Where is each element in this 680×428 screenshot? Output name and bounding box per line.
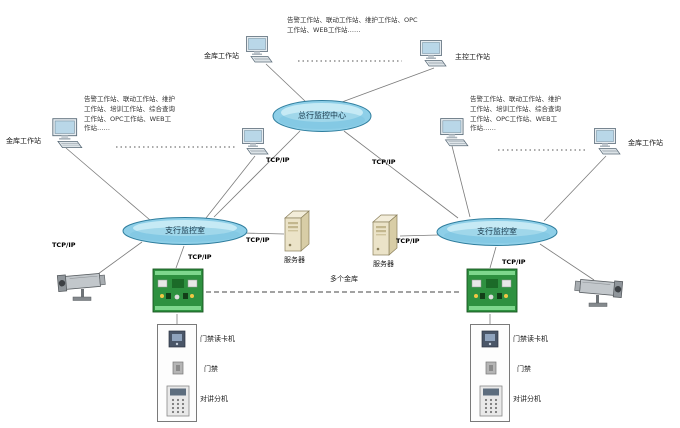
workstation-icon bbox=[594, 128, 621, 155]
annotation-top: 告警工作站、联动工作站、维护工作站、OPC工作站、WEB工作站…… bbox=[287, 16, 418, 34]
workstation-top-right-label: 主控工作站 bbox=[455, 53, 490, 61]
server-right bbox=[370, 212, 400, 262]
controller-board-icon bbox=[152, 268, 204, 313]
workstation-top-left bbox=[244, 36, 274, 68]
tcpip-label: TCP/IP bbox=[502, 258, 526, 266]
headoffice-cloud-label: 总行监控中心 bbox=[298, 110, 346, 120]
alarm-controller-board-left bbox=[152, 266, 204, 318]
workstation-icon bbox=[242, 128, 269, 155]
tcpip-label: TCP/IP bbox=[266, 156, 290, 164]
tcpip-label: TCP/IP bbox=[372, 158, 396, 166]
workstation-mid-right-label: 金库工作站 bbox=[628, 139, 663, 147]
workstation-top-left-label: 金库工作站 bbox=[204, 52, 239, 60]
camera-right bbox=[572, 274, 624, 312]
cloud-ring-shape bbox=[122, 217, 248, 245]
cctv-camera-icon bbox=[56, 273, 106, 301]
door-lock-icon bbox=[485, 361, 497, 375]
multi-vault-label: 多个金库 bbox=[330, 275, 358, 283]
server-left-label: 服务器 bbox=[284, 256, 305, 264]
branch-cloud-left: 支行监控室 bbox=[122, 216, 248, 246]
workstation-icon bbox=[440, 118, 469, 147]
card-reader-icon bbox=[481, 330, 499, 348]
cloud-ring-shape bbox=[272, 100, 372, 132]
branch-cloud-left-label: 支行监控室 bbox=[165, 225, 205, 235]
annotation-left: 告警工作站、联动工作站、维护工作站、培训工作站、综合查询工作站、OPC工作站、W… bbox=[84, 95, 175, 133]
device-label-door-right: 门禁 bbox=[517, 365, 531, 373]
device-label-intercom-right: 对讲分机 bbox=[513, 395, 541, 403]
device-label-card-reader-left: 门禁读卡机 bbox=[200, 335, 235, 343]
annotation-right: 告警工作站、联动工作站、维护工作站、培训工作站、综合查询工作站、OPC工作站、W… bbox=[470, 95, 561, 133]
server-right-label: 服务器 bbox=[373, 260, 394, 268]
alarm-controller-board-right bbox=[466, 266, 518, 318]
controller-board-icon bbox=[466, 268, 518, 313]
device-label-intercom-left: 对讲分机 bbox=[200, 395, 228, 403]
intercom-icon bbox=[479, 385, 503, 417]
server-icon bbox=[372, 214, 398, 256]
workstation-icon bbox=[246, 36, 273, 63]
workstation-mid-right-2 bbox=[592, 128, 622, 160]
device-label-door-left: 门禁 bbox=[204, 365, 218, 373]
server-left bbox=[282, 208, 312, 258]
branch-cloud-right-label: 支行监控室 bbox=[477, 226, 517, 236]
workstation-icon bbox=[420, 40, 447, 67]
tcpip-label: TCP/IP bbox=[52, 241, 76, 249]
tcpip-label: TCP/IP bbox=[188, 253, 212, 261]
door-devices-box-left bbox=[157, 324, 197, 422]
workstation-icon bbox=[52, 118, 83, 148]
headoffice-cloud: 总行监控中心 bbox=[272, 98, 372, 134]
workstation-mid-left-label: 金库工作站 bbox=[6, 137, 41, 145]
card-reader-icon bbox=[168, 330, 186, 348]
cctv-camera-icon bbox=[574, 279, 624, 307]
device-label-card-reader-right: 门禁读卡机 bbox=[513, 335, 548, 343]
door-lock-icon bbox=[172, 361, 184, 375]
cloud-ring-shape bbox=[436, 218, 558, 246]
workstation-mid-left-2 bbox=[240, 128, 270, 160]
workstation-mid-right-1 bbox=[438, 118, 470, 152]
workstation-mid-left-1 bbox=[50, 118, 84, 154]
door-devices-box-right bbox=[470, 324, 510, 422]
intercom-icon bbox=[166, 385, 190, 417]
branch-cloud-right: 支行监控室 bbox=[436, 217, 558, 247]
camera-left bbox=[56, 268, 108, 306]
tcpip-label: TCP/IP bbox=[246, 236, 270, 244]
server-icon bbox=[284, 210, 310, 252]
tcpip-label: TCP/IP bbox=[396, 237, 420, 245]
workstation-top-right bbox=[418, 40, 448, 72]
